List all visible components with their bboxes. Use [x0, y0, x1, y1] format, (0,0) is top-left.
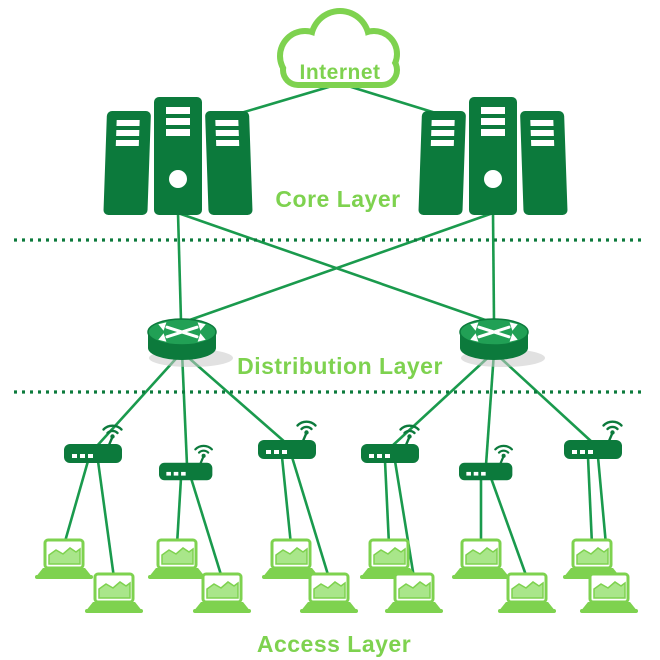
network-link	[181, 351, 287, 444]
network-link	[180, 351, 189, 466]
core-layer-label: Core Layer	[275, 186, 400, 212]
network-link	[586, 456, 594, 546]
laptop-6-icon	[298, 572, 360, 615]
network-link	[493, 351, 594, 444]
network-link	[189, 477, 224, 579]
network-link	[484, 351, 496, 466]
distribution-layer-label: Distribution Layer	[237, 353, 443, 379]
network-link	[62, 460, 90, 546]
distribution-router-left-icon	[146, 317, 235, 369]
core-server-stack-right-icon	[418, 97, 567, 215]
distribution-access-links	[95, 351, 594, 466]
laptop-3-icon	[146, 538, 208, 581]
network-link	[176, 212, 183, 322]
network-link	[175, 477, 183, 546]
wireless-access-point-5-icon	[457, 444, 514, 482]
laptop-12-icon	[578, 572, 640, 615]
internet-cloud-icon: Internet	[277, 8, 400, 88]
network-link	[383, 460, 391, 546]
network-link	[177, 211, 492, 324]
laptop-10-icon	[496, 572, 558, 615]
network-link	[183, 211, 494, 324]
core-server-stack-left-icon	[103, 97, 252, 215]
distribution-router-right-icon	[458, 317, 547, 369]
network-link	[393, 460, 416, 579]
laptop-8-icon	[383, 572, 445, 615]
laptop-9-icon	[450, 538, 512, 581]
laptop-2-icon	[83, 572, 145, 615]
internet-label: Internet	[299, 61, 380, 84]
network-link	[96, 460, 116, 579]
network-link	[491, 212, 496, 322]
internet-core-links	[223, 84, 453, 120]
network-link	[489, 477, 529, 579]
access-layer-label: Access Layer	[257, 631, 411, 657]
access-laptop-links	[62, 456, 611, 579]
laptop-1-icon	[33, 538, 95, 581]
wireless-access-point-4-icon	[359, 424, 421, 465]
laptop-4-icon	[191, 572, 253, 615]
wireless-access-point-1-icon	[62, 424, 124, 465]
network-link	[280, 456, 293, 546]
core-distribution-links	[176, 211, 496, 324]
network-link	[290, 456, 331, 579]
wireless-access-point-6-icon	[562, 420, 624, 461]
